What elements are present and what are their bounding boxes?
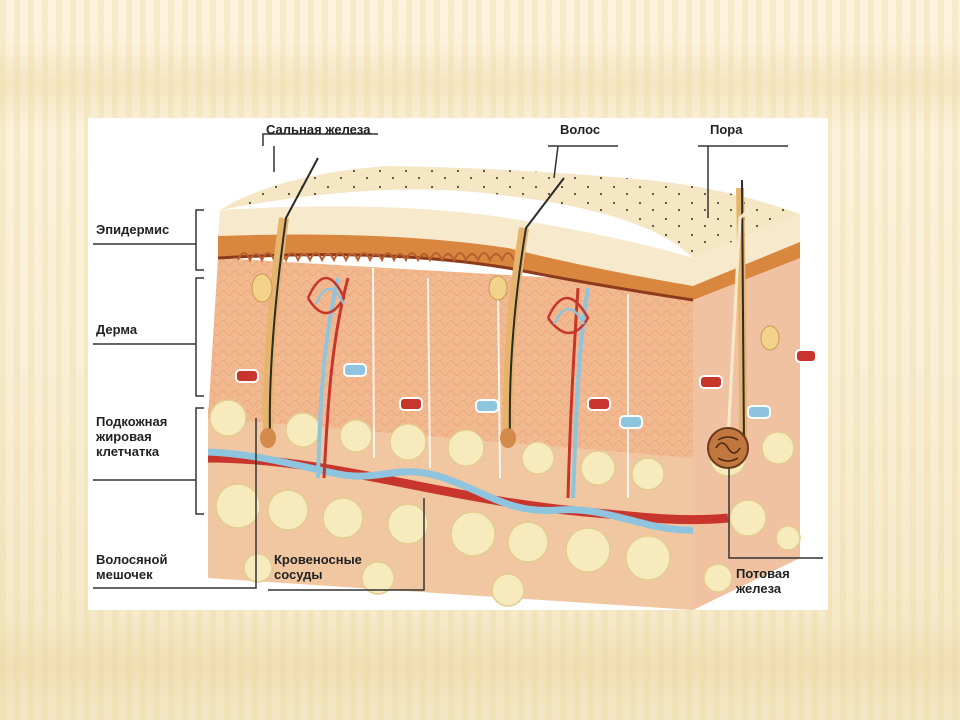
label-sweat-gland: Потовая железа <box>736 566 790 596</box>
leader-lines <box>93 133 823 591</box>
vein <box>207 448 694 534</box>
epidermis-dark-line <box>217 253 694 302</box>
label-sebaceous-gland: Сальная железа <box>266 122 371 137</box>
background-band <box>0 40 960 130</box>
label-pore: Пора <box>710 122 743 137</box>
label-hair: Волос <box>560 122 601 137</box>
skin-diagram-panel: Сальная железа Волос Пора Эпидермис Дерм… <box>88 118 828 610</box>
label-blood-vessels: Кровеносные сосуды <box>274 552 362 582</box>
epidermis-top-surface <box>220 166 800 258</box>
sweat-gland <box>707 204 755 469</box>
label-epidermis: Эпидермис <box>96 222 170 237</box>
label-subcutaneous-fat: Подкожная жировая клетчатка <box>96 414 168 459</box>
skin-cross-section <box>93 133 823 610</box>
vessel-cross-sections <box>235 349 817 429</box>
epidermis-layer <box>218 206 693 286</box>
label-hair-follicle: Волосяной мешочек <box>96 552 168 582</box>
sebaceous-gland <box>251 273 780 351</box>
hair-follicle-center <box>500 177 565 448</box>
background-band <box>0 620 960 710</box>
label-dermis: Дерма <box>96 322 138 337</box>
dermal-papillae <box>237 252 515 263</box>
epidermis-basal-band <box>218 234 693 300</box>
hair-follicle-left <box>260 157 319 448</box>
fat-lobules <box>209 399 801 607</box>
